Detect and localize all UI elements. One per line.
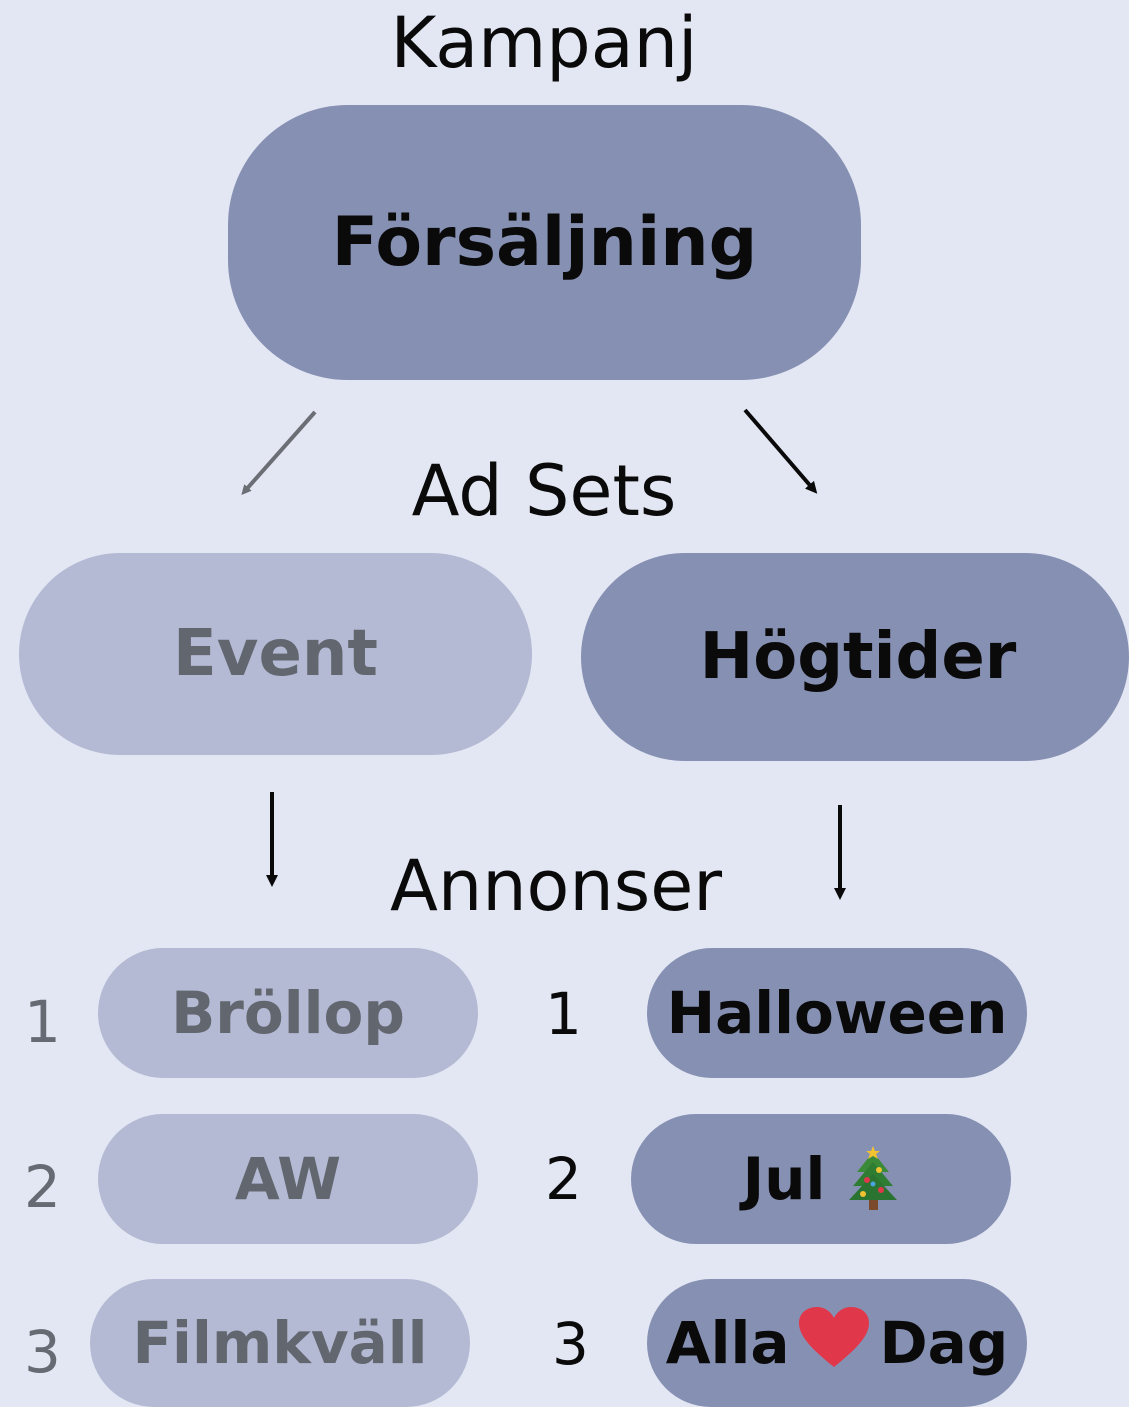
campaign-level-label: Kampanj <box>390 2 698 84</box>
ad-sets-level-label: Ad Sets <box>411 450 677 532</box>
ad-set-node-event-label: Event <box>173 617 378 691</box>
ad-node-label: Halloween <box>666 979 1008 1047</box>
arrow-to-hogtider <box>743 408 818 494</box>
arrow-to-event <box>241 410 317 495</box>
ad-number: 1 <box>24 988 61 1056</box>
ad-set-node-hogtider-label: Högtider <box>699 620 1017 694</box>
ad-node-jul: Jul <box>631 1114 1011 1244</box>
heart-icon <box>799 1306 870 1384</box>
campaign-node-label: Försäljning <box>331 203 758 282</box>
ad-node-aw: AW <box>98 1114 478 1244</box>
ad-number: 3 <box>24 1318 61 1386</box>
ad-number: 3 <box>552 1310 589 1378</box>
christmas-tree-icon <box>847 1146 899 1212</box>
ad-node-brollop: Bröllop <box>98 948 478 1078</box>
ad-node-label: Dag <box>879 1309 1009 1377</box>
ad-node-filmkvall: Filmkväll <box>90 1279 470 1407</box>
ad-node-label: Alla <box>665 1309 790 1377</box>
ad-node-label: Jul <box>742 1145 826 1213</box>
ads-level-label: Annonser <box>389 845 723 927</box>
ad-number: 2 <box>545 1145 582 1213</box>
ad-node-label: Bröllop <box>171 979 405 1047</box>
ad-node-label: AW <box>234 1145 342 1213</box>
ad-number: 1 <box>545 980 582 1048</box>
ad-number: 2 <box>24 1153 61 1221</box>
ad-node-halloween: Halloween <box>647 948 1027 1078</box>
ad-node-alla-hjartans-dag: Alla Dag <box>647 1279 1027 1407</box>
ad-set-node-event: Event <box>19 553 532 755</box>
ad-node-label: Filmkväll <box>132 1309 428 1377</box>
ad-set-node-hogtider: Högtider <box>581 553 1129 761</box>
campaign-node: Försäljning <box>228 105 861 380</box>
